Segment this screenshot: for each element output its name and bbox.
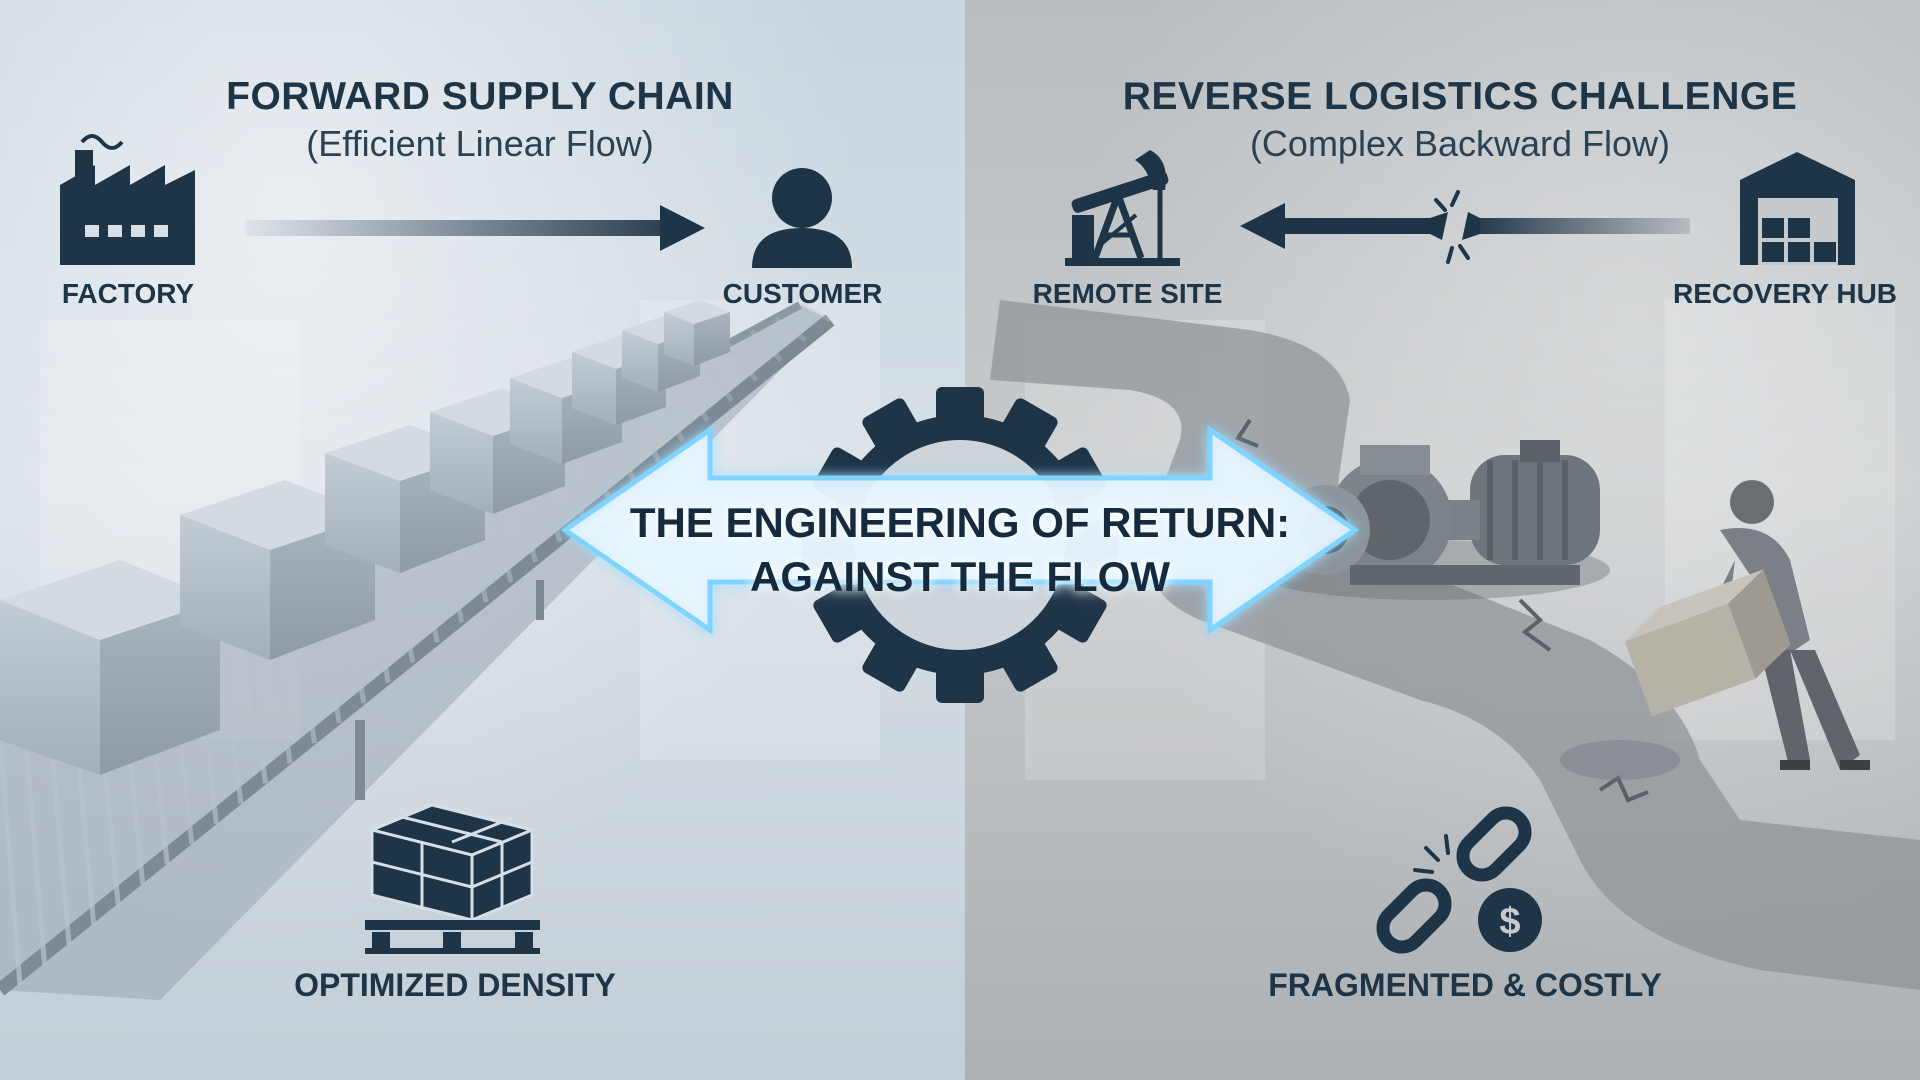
glowing-double-arrow xyxy=(560,425,1360,635)
factory-icon xyxy=(60,134,195,265)
svg-text:$: $ xyxy=(1499,901,1520,943)
reverse-subheading: (Complex Backward Flow) xyxy=(1249,123,1671,164)
reverse-broken-arrow xyxy=(1240,190,1690,264)
recovery-hub-label: RECOVERY HUB xyxy=(1672,278,1898,309)
oil-pump-icon xyxy=(1065,150,1180,266)
center-title-line1: THE ENGINEERING OF RETURN: xyxy=(629,499,1291,546)
remote-site-label: REMOTE SITE xyxy=(1032,278,1223,309)
worker-figure xyxy=(1624,480,1870,770)
customer-label: CUSTOMER xyxy=(722,278,883,309)
customer-icon xyxy=(752,168,852,268)
pump-machine xyxy=(1250,440,1610,600)
center-title-line2: AGAINST THE FLOW xyxy=(750,553,1170,600)
forward-flow-arrow xyxy=(245,205,705,251)
optimized-density-label: OPTIMIZED DENSITY xyxy=(294,967,616,1003)
warehouse-icon xyxy=(1740,152,1855,265)
forward-subheading: (Efficient Linear Flow) xyxy=(306,123,654,164)
reverse-heading: REVERSE LOGISTICS CHALLENGE xyxy=(1122,75,1798,118)
factory-label: FACTORY xyxy=(61,278,195,309)
pallet-boxes-icon xyxy=(365,803,540,954)
forward-heading: FORWARD SUPPLY CHAIN xyxy=(226,75,734,118)
broken-chain-dollar-icon: $ xyxy=(1376,806,1542,954)
cardboard-boxes xyxy=(0,300,730,775)
fragmented-costly-label: FRAGMENTED & COSTLY xyxy=(1268,967,1662,1003)
